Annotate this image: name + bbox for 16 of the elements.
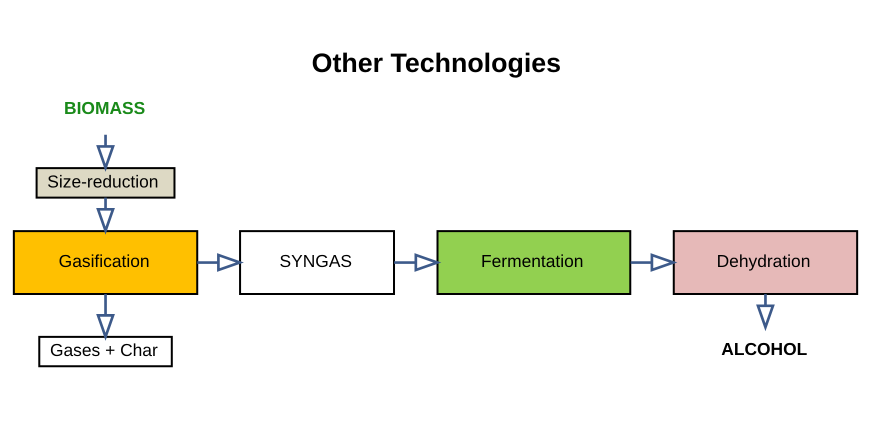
arrow [96,134,115,172]
arrow [394,252,442,272]
node-box: Gases + Char [38,335,173,367]
arrow [630,252,678,272]
arrow [756,294,775,331]
diagram-title: Other Technologies [312,47,562,78]
node-box: SYNGAS [239,230,395,294]
arrow [96,294,115,340]
node-box: Size-reduction [36,166,176,198]
arrow [96,197,115,234]
node-box: Gasification [12,230,198,294]
node-text: BIOMASS [64,97,146,118]
node-box: Dehydration [672,230,858,294]
node-text: ALCOHOL [721,338,808,358]
node-box: Fermentation [436,230,632,294]
arrow [197,252,244,272]
